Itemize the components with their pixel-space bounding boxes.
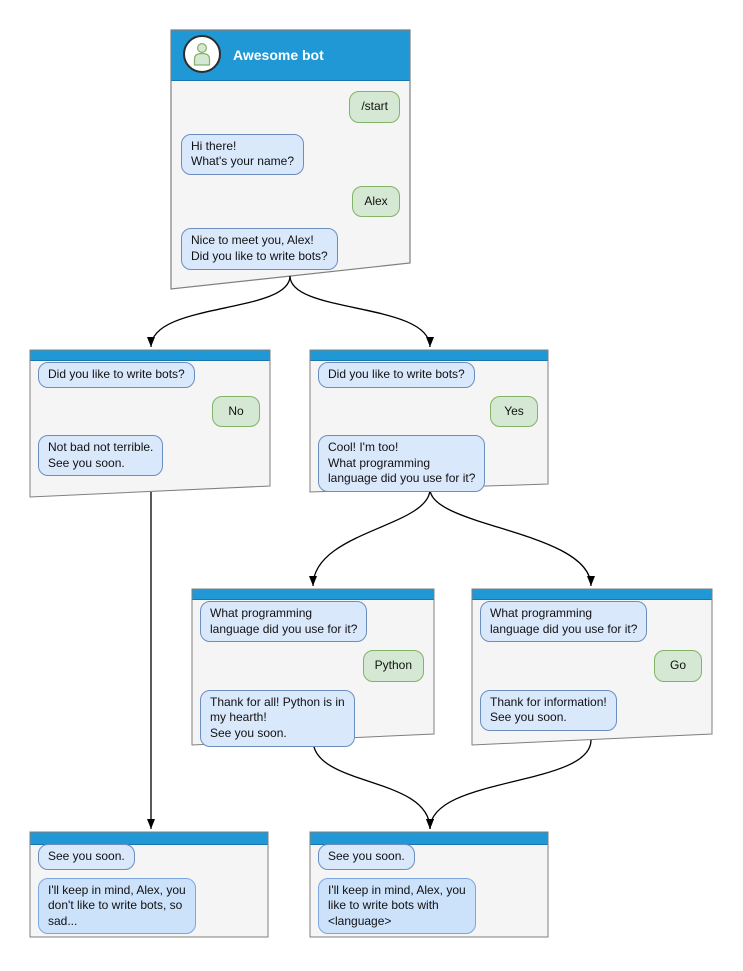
bubble-answer-no: No bbox=[212, 395, 260, 428]
bubble-reply-not-bad: Not bad not terrible. See you soon. bbox=[38, 435, 164, 477]
titlebar-go bbox=[472, 589, 712, 599]
bubble-user-name: Alex bbox=[352, 185, 400, 218]
chat-window-root: Awesome bot /start Hi there! What's your… bbox=[171, 30, 410, 289]
connector-go-to-end bbox=[426, 739, 592, 830]
titlebar-python bbox=[192, 589, 434, 599]
chat-window-branch-go: What programming language did you use fo… bbox=[472, 589, 712, 745]
bubble-reply-go: Thank for information! See you soon. bbox=[480, 689, 617, 731]
bubble-question-write-bots: Did you like to write bots? bbox=[38, 362, 195, 388]
connector-root-to-no bbox=[147, 275, 291, 348]
connector-root-to-yes bbox=[289, 275, 434, 348]
bubble-question-language: What programming language did you use fo… bbox=[480, 601, 648, 643]
bubble-answer-python: Python bbox=[362, 650, 424, 682]
bubble-keep-in-mind-no: I'll keep in mind, Alex, you don't like … bbox=[38, 877, 196, 935]
bubble-reply-cool: Cool! I'm too! What programming language… bbox=[318, 435, 486, 492]
chat-messages-branch-python: What programming language did you use fo… bbox=[192, 599, 434, 747]
chat-window-end-yes: See you soon. I'll keep in mind, Alex, y… bbox=[310, 832, 548, 937]
window-title: Awesome bot bbox=[233, 47, 324, 63]
bubble-question-write-bots: Did you like to write bots? bbox=[318, 362, 475, 388]
bubble-bot-greeting: Hi there! What's your name? bbox=[181, 133, 305, 175]
bubble-see-you-soon: See you soon. bbox=[318, 844, 415, 870]
chat-messages-end-no: See you soon. I'll keep in mind, Alex, y… bbox=[30, 844, 268, 935]
bubble-answer-yes: Yes bbox=[490, 395, 538, 428]
connector-python-to-end bbox=[312, 739, 434, 830]
bubble-keep-in-mind-yes: I'll keep in mind, Alex, you like to wri… bbox=[318, 877, 476, 935]
window-outline-root bbox=[170, 29, 411, 290]
chat-window-branch-no: Did you like to write bots? No Not bad n… bbox=[30, 350, 270, 497]
window-outline-no bbox=[29, 349, 271, 498]
window-outline-end-no bbox=[29, 831, 269, 938]
connector-yes-to-python bbox=[309, 488, 431, 587]
chat-messages-root: /start Hi there! What's your name? Alex … bbox=[171, 80, 410, 281]
chat-window-end-no: See you soon. I'll keep in mind, Alex, y… bbox=[30, 832, 268, 937]
window-outline-end-yes bbox=[309, 831, 549, 938]
bubble-user-start: /start bbox=[349, 91, 400, 123]
bubble-answer-go: Go bbox=[654, 650, 702, 682]
bubble-question-language: What programming language did you use fo… bbox=[200, 601, 368, 643]
bot-avatar bbox=[183, 35, 221, 73]
window-outline-yes bbox=[309, 349, 549, 493]
window-outline-go bbox=[471, 588, 713, 746]
connector-yes-to-go bbox=[429, 488, 595, 587]
chat-messages-branch-go: What programming language did you use fo… bbox=[472, 599, 712, 731]
chat-messages-branch-yes: Did you like to write bots? Yes Cool! I'… bbox=[310, 360, 548, 492]
titlebar-no bbox=[30, 350, 270, 360]
bubble-reply-python: Thank for all! Python is in my hearth! S… bbox=[200, 689, 355, 747]
chat-window-branch-python: What programming language did you use fo… bbox=[192, 589, 434, 747]
titlebar-yes bbox=[310, 350, 548, 360]
chat-window-branch-yes: Did you like to write bots? Yes Cool! I'… bbox=[310, 350, 548, 492]
titlebar-end-yes bbox=[310, 832, 548, 844]
window-outline-python bbox=[191, 588, 435, 746]
titlebar-end-no bbox=[30, 832, 268, 844]
chat-messages-end-yes: See you soon. I'll keep in mind, Alex, y… bbox=[310, 844, 548, 935]
person-icon bbox=[193, 42, 211, 66]
bubble-bot-nice-to-meet: Nice to meet you, Alex! Did you like to … bbox=[181, 228, 338, 270]
chat-messages-branch-no: Did you like to write bots? No Not bad n… bbox=[30, 360, 270, 477]
bubble-see-you-soon: See you soon. bbox=[38, 844, 135, 870]
